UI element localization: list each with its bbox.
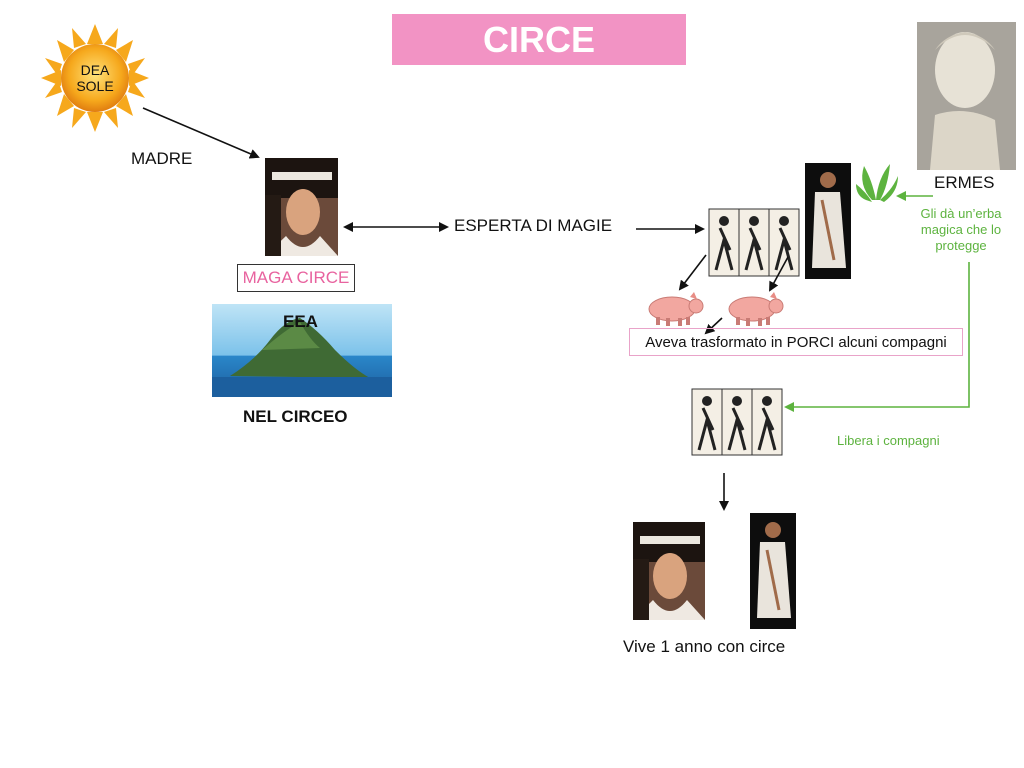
- erba-label: Gli dà un’erba magica che lo protegge: [907, 206, 1015, 254]
- porci-label: Aveva trasformato in PORCI alcuni compag…: [629, 328, 963, 356]
- sun-label-line1: DEA: [80, 62, 110, 78]
- circe-portrait-1: [265, 158, 338, 256]
- erba-label-line2: magica che lo: [920, 222, 1002, 237]
- sun-label: DEA SOLE: [70, 62, 120, 94]
- erba-label-line3: protegge: [935, 238, 987, 253]
- ulysses-figure-1: [805, 163, 851, 279]
- ulysses-figure-2: [750, 513, 796, 629]
- erba-label-line1: Gli dà un’erba: [920, 206, 1002, 221]
- eea-label: EEA: [283, 312, 318, 331]
- pig-icon: [728, 292, 784, 326]
- sun-label-line2: SOLE: [76, 78, 114, 94]
- circeo-label: NEL CIRCEO: [243, 407, 348, 426]
- companions-group-2: [691, 388, 783, 456]
- sun-icon: [41, 24, 149, 132]
- island-image: [212, 304, 392, 397]
- page-title: CIRCE: [392, 14, 686, 65]
- ermes-label: ERMES: [934, 173, 995, 192]
- hermes-bust-image: [917, 22, 1016, 170]
- circe-portrait-2: [633, 522, 705, 620]
- esperta-label: ESPERTA DI MAGIE: [454, 216, 613, 235]
- herb-icon: [856, 164, 898, 202]
- pig-icon: [648, 292, 704, 326]
- vive-label: Vive 1 anno con circe: [623, 637, 786, 656]
- madre-label: MADRE: [131, 149, 193, 168]
- libera-label: Libera i compagni: [837, 433, 940, 448]
- maga-circe-label: MAGA CIRCE: [237, 264, 355, 292]
- companions-group-1: [708, 208, 800, 277]
